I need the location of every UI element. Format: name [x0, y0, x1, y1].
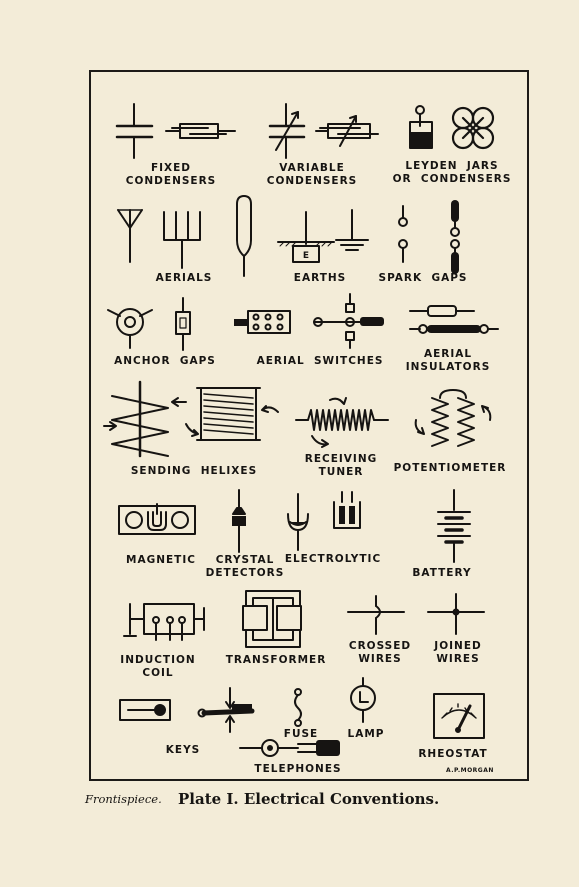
induction-coil-symbol	[123, 603, 205, 641]
caption-prefix: Frontispiece.	[85, 792, 162, 806]
joined-wires-symbol	[427, 593, 485, 635]
spark-gap-symbol	[398, 200, 460, 274]
aerial-symbol	[117, 195, 252, 277]
transformer-symbol	[242, 590, 302, 648]
receiving-tuner-symbol	[295, 397, 389, 448]
label-aerials: AERIALS	[155, 272, 213, 284]
aerial-switch-symbol	[234, 293, 384, 349]
label-telephones: TELEPHONES	[254, 763, 342, 775]
lamp-symbol	[350, 677, 376, 723]
label-aerial-switches: AERIAL SWITCHES	[256, 355, 384, 367]
sending-helix-symbol	[103, 380, 279, 458]
variable-condenser-symbol	[268, 103, 379, 159]
label-keys: KEYS	[165, 744, 201, 756]
earth-symbol	[277, 209, 369, 263]
artist-signature: A.P.MORGAN	[446, 767, 494, 774]
label-anchor-gaps: ANCHOR GAPS	[114, 355, 216, 367]
rheostat-symbol	[433, 693, 485, 739]
label-transformer: TRANSFORMER	[225, 654, 327, 666]
label-earths: EARTHS	[293, 272, 347, 284]
label-lamp: LAMP	[347, 728, 385, 740]
electrolytic-detector-symbol	[287, 491, 361, 551]
crystal-detector-symbol	[232, 489, 246, 553]
label-electrolytic: ELECTROLYTIC	[284, 553, 382, 565]
label-potentiometer: POTENTIOMETER	[393, 462, 507, 474]
key-symbol	[119, 687, 255, 733]
label-fuse: FUSE	[283, 728, 319, 740]
label-magnetic: MAGNETIC	[126, 554, 196, 566]
anchor-gap-symbol	[107, 297, 191, 351]
label-earth-box-letter: E	[302, 251, 310, 261]
plate-frame	[89, 70, 529, 781]
label-rheostat: RHEOSTAT	[418, 748, 488, 760]
aerial-insulator-symbol	[409, 305, 499, 334]
telephone-symbol	[239, 739, 340, 757]
magnetic-detector-symbol	[118, 503, 196, 535]
fuse-symbol	[294, 688, 302, 727]
leyden-jar-symbol	[409, 105, 495, 150]
caption-title: Plate I. Electrical Conventions.	[178, 790, 440, 808]
label-battery: BATTERY	[412, 567, 472, 579]
crossed-wires-symbol	[347, 595, 405, 635]
label-sending-helixes: SENDING HELIXES	[130, 465, 258, 477]
label-spark-gaps: SPARK GAPS	[378, 272, 468, 284]
potentiometer-symbol	[414, 389, 492, 447]
battery-symbol	[437, 489, 471, 563]
fixed-condenser-symbol	[115, 103, 236, 159]
